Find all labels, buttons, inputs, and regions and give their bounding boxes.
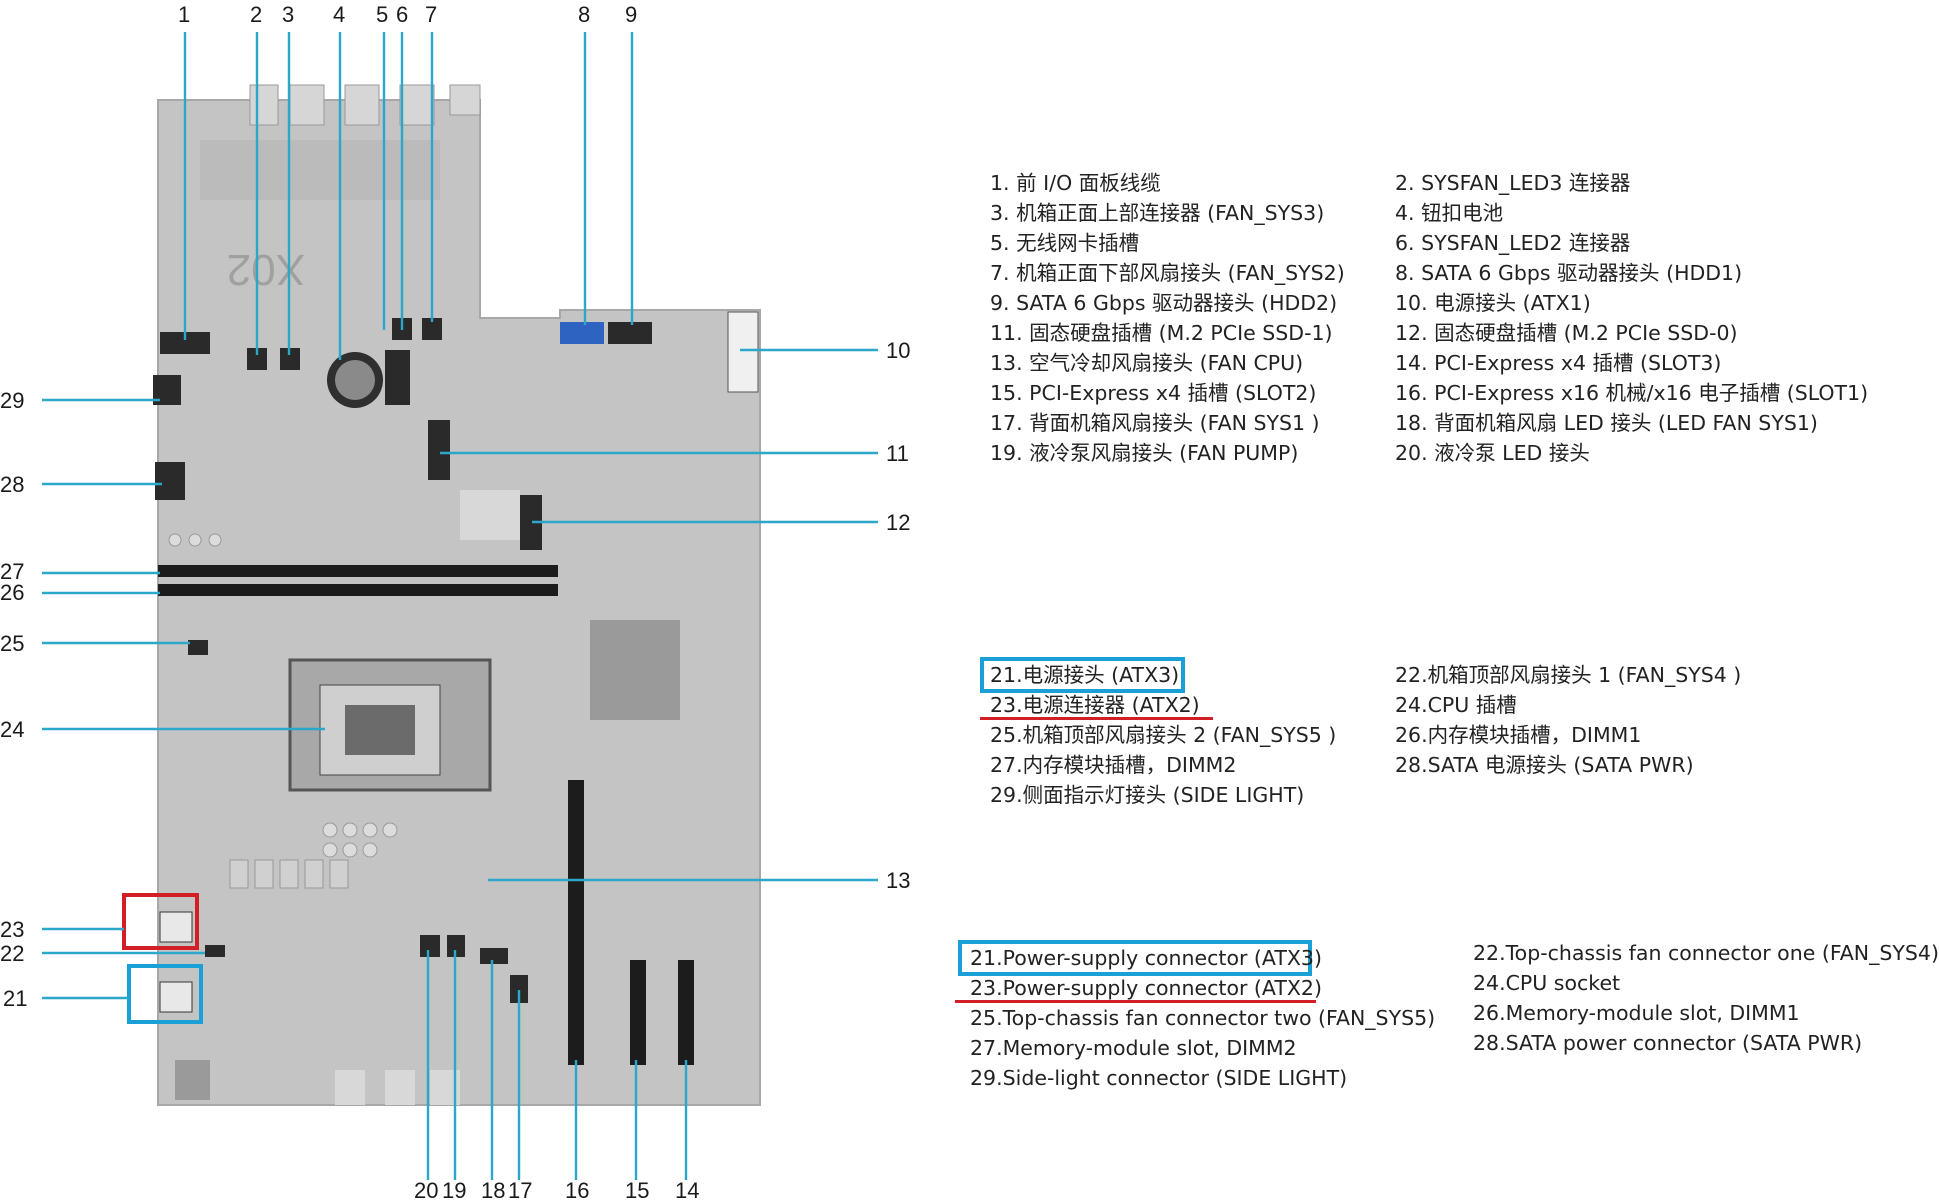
legend-cn2-right-column: 22.机箱顶部风扇接头 1 (FAN_SYS4 ) 24.CPU 插槽 26.内… — [1395, 660, 1741, 780]
legend-item: 14. PCI-Express x4 插槽 (SLOT3) — [1395, 351, 1722, 375]
legend-item: 23.电源连接器 (ATX2) — [990, 693, 1200, 717]
legend-item: 24.CPU socket — [1473, 971, 1621, 995]
leader-lines — [42, 32, 878, 1180]
pcie-x4-slot2 — [630, 960, 646, 1065]
legend-item: 20. 液冷泵 LED 接头 — [1395, 441, 1590, 465]
legend-item: 5. 无线网卡插槽 — [990, 231, 1140, 255]
dimm1-slot — [158, 584, 558, 596]
callout-5: 5 — [376, 2, 388, 27]
legend-item: 28.SATA 电源接头 (SATA PWR) — [1395, 753, 1694, 777]
callout-3: 3 — [282, 2, 294, 27]
legend-item: 13. 空气冷却风扇接头 (FAN CPU) — [990, 351, 1304, 375]
legend-item: 21.电源接头 (ATX3) — [990, 663, 1180, 687]
atx2-cn-underline — [980, 717, 1213, 720]
legend-item: 24.CPU 插槽 — [1395, 693, 1517, 717]
callout-23: 23 — [0, 917, 24, 942]
legend-item: 2. SYSFAN_LED3 连接器 — [1395, 171, 1631, 195]
legend-item: 16. PCI-Express x16 机械/x16 电子插槽 (SLOT1) — [1395, 381, 1869, 405]
legend-item: 21.Power-supply connector (ATX3) — [970, 946, 1322, 970]
legend-en-right-column: 22.Top-chassis fan connector one (FAN_SY… — [1473, 938, 1939, 1058]
atx3-highlight — [127, 964, 203, 1024]
atx1-connector — [727, 311, 759, 393]
legend-item: 8. SATA 6 Gbps 驱动器接头 (HDD1) — [1395, 261, 1743, 285]
callout-6: 6 — [396, 2, 408, 27]
callout-19: 19 — [442, 1178, 466, 1200]
legend-item: 23.Power-supply connector (ATX2) — [970, 976, 1322, 1000]
callout-29: 29 — [0, 388, 24, 413]
legend-cn-right-column: 2. SYSFAN_LED3 连接器 4. 钮扣电池 6. SYSFAN_LED… — [1395, 168, 1868, 468]
dimm2-slot — [158, 565, 558, 577]
callout-16: 16 — [565, 1178, 589, 1200]
legend-item: 9. SATA 6 Gbps 驱动器接头 (HDD2) — [990, 291, 1338, 315]
legend-item: 10. 电源接头 (ATX1) — [1395, 291, 1591, 315]
legend-item: 27.内存模块插槽，DIMM2 — [990, 753, 1237, 777]
legend-item: 27.Memory-module slot, DIMM2 — [970, 1036, 1297, 1060]
callout-21: 21 — [3, 986, 27, 1011]
legend-item: 28.SATA power connector (SATA PWR) — [1473, 1031, 1863, 1055]
legend-item: 22.机箱顶部风扇接头 1 (FAN_SYS4 ) — [1395, 663, 1742, 687]
callout-18: 18 — [481, 1178, 505, 1200]
callout-26: 26 — [0, 580, 24, 605]
atx2-highlight — [122, 893, 199, 950]
sata-hdd1 — [560, 322, 604, 344]
callout-14: 14 — [675, 1178, 699, 1200]
pcie-x4-slot3 — [678, 960, 694, 1065]
callout-numbers: 1 2 3 4 5 6 7 8 9 10 11 12 13 29 28 27 2… — [0, 2, 910, 1200]
legend-item: 29.侧面指示灯接头 (SIDE LIGHT) — [990, 783, 1305, 807]
callout-22: 22 — [0, 941, 24, 966]
legend-item: 12. 固态硬盘插槽 (M.2 PCIe SSD-0) — [1395, 321, 1738, 345]
callout-25: 25 — [0, 631, 24, 656]
legend-item: 26.Memory-module slot, DIMM1 — [1473, 1001, 1800, 1025]
legend-item: 26.内存模块插槽，DIMM1 — [1395, 723, 1642, 747]
callout-4: 4 — [333, 2, 345, 27]
atx2-connector — [159, 911, 193, 943]
sata-hdd2 — [608, 322, 652, 344]
legend-item: 6. SYSFAN_LED2 连接器 — [1395, 231, 1631, 255]
callout-7: 7 — [425, 2, 437, 27]
legend-en-left-column: 21.Power-supply connector (ATX3) 23.Powe… — [970, 943, 1435, 1093]
legend-item: 18. 背面机箱风扇 LED 接头 (LED FAN SYS1) — [1395, 411, 1818, 435]
pcie-x16-slot1 — [568, 780, 584, 1065]
callout-8: 8 — [578, 2, 590, 27]
atx3-cn-highlight-box — [980, 657, 1185, 693]
callout-28: 28 — [0, 472, 24, 497]
callout-20: 20 — [414, 1178, 438, 1200]
callout-15: 15 — [625, 1178, 649, 1200]
callout-2: 2 — [250, 2, 262, 27]
legend-item: 29.Side-light connector (SIDE LIGHT) — [970, 1066, 1348, 1090]
callout-1: 1 — [178, 2, 190, 27]
m2-slot-1 — [428, 420, 450, 480]
legend-item: 7. 机箱正面下部风扇接头 (FAN_SYS2) — [990, 261, 1345, 285]
callout-10: 10 — [886, 338, 910, 363]
callout-24: 24 — [0, 717, 24, 742]
legend-item: 17. 背面机箱风扇接头 (FAN SYS1 ) — [990, 411, 1320, 435]
legend-item: 25.Top-chassis fan connector two (FAN_SY… — [970, 1006, 1436, 1030]
callout-11: 11 — [886, 441, 909, 466]
legend-cn2-left-column: 21.电源接头 (ATX3) 23.电源连接器 (ATX2) 25.机箱顶部风扇… — [990, 660, 1336, 810]
legend-item: 15. PCI-Express x4 插槽 (SLOT2) — [990, 381, 1317, 405]
motherboard: X02 — [153, 84, 761, 1106]
front-io-connector — [160, 332, 210, 354]
callout-13: 13 — [886, 868, 910, 893]
callout-12: 12 — [886, 510, 910, 535]
legend-item: 4. 钮扣电池 — [1395, 201, 1504, 225]
atx3-connector — [159, 981, 193, 1013]
callout-17: 17 — [508, 1178, 532, 1200]
m2-slot-0 — [520, 495, 542, 550]
legend-item: 1. 前 I/O 面板线缆 — [990, 171, 1161, 195]
legend-item: 19. 液冷泵风扇接头 (FAN PUMP) — [990, 441, 1299, 465]
legend-item: 25.机箱顶部风扇接头 2 (FAN_SYS5 ) — [990, 723, 1337, 747]
legend-item: 11. 固态硬盘插槽 (M.2 PCIe SSD-1) — [990, 321, 1333, 345]
board-silkscreen: X02 — [227, 245, 305, 294]
legend-cn-left-column: 1. 前 I/O 面板线缆 3. 机箱正面上部连接器 (FAN_SYS3) 5.… — [990, 168, 1345, 468]
callout-27: 27 — [0, 559, 24, 584]
callout-9: 9 — [625, 2, 637, 27]
atx3-en-highlight-box — [958, 940, 1312, 976]
legend-item: 22.Top-chassis fan connector one (FAN_SY… — [1473, 941, 1939, 965]
atx2-en-underline — [955, 1000, 1316, 1003]
legend-item: 3. 机箱正面上部连接器 (FAN_SYS3) — [990, 201, 1325, 225]
